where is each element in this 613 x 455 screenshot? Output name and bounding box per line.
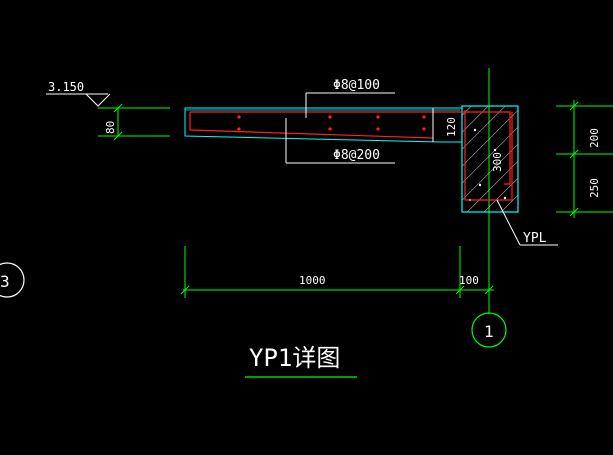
span-cantilever-label: 1000 (299, 274, 326, 287)
rebar-bottom-label: Φ8@200 (333, 148, 380, 163)
slab-thickness-dimension: 80 (98, 103, 170, 141)
ypl-leader: YPL (496, 199, 558, 246)
rebar-dots (237, 115, 426, 131)
rebar-top-label: Φ8@100 (333, 78, 380, 93)
axis-bubble-3 (0, 262, 25, 298)
beam-depth-label: 300 (491, 152, 504, 172)
beam-section (461, 105, 519, 213)
slab-thickness-label: 80 (104, 121, 117, 134)
rebar-bottom-leader: Φ8@200 (285, 118, 395, 164)
rebar-top-leader: Φ8@100 (305, 78, 395, 118)
right-dimension (556, 100, 613, 218)
dim-lower-label: 250 (588, 178, 601, 198)
beam-label: YPL (523, 231, 547, 246)
axis-bubble-1 (471, 312, 507, 348)
drawing-title: YP1详图 (249, 344, 340, 372)
axis-3-label: 3 (0, 272, 10, 291)
rebar (189, 110, 513, 201)
dim-upper-label: 200 (588, 128, 601, 148)
elevation-label: 3.150 (48, 80, 84, 94)
span-beam-label: 100 (459, 274, 479, 287)
slab-outline (184, 107, 463, 143)
axis-1-label: 1 (484, 322, 494, 341)
beam-end-height-label: 120 (445, 117, 458, 137)
elevation-marker: 3.150 (46, 80, 111, 107)
span-dimension (180, 246, 494, 298)
